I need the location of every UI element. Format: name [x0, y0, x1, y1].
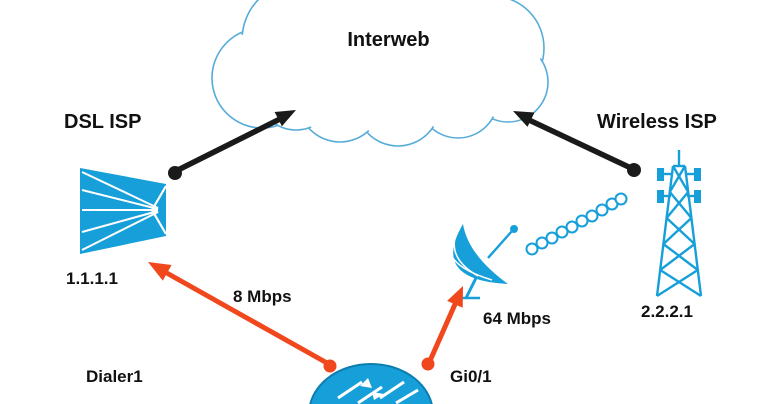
dsl-uplink-dot: [168, 166, 182, 180]
internet-cloud-icon: [211, 0, 549, 147]
wireless-coil-link: [525, 192, 628, 256]
dsl-isp-ip: 1.1.1.1: [66, 269, 118, 288]
dsl-bandwidth-label: 8 Mbps: [233, 287, 292, 306]
router-icon: [309, 363, 433, 404]
router-interface-gi01-label: Gi0/1: [450, 367, 492, 386]
gi01-port-dot: [421, 357, 435, 371]
dialer1-port-dot: [323, 359, 337, 373]
wireless-uplink-dot: [627, 163, 641, 177]
dsl-isp-label: DSL ISP: [64, 111, 142, 133]
wireless-uplink-arrow: [513, 111, 641, 177]
dsl-link-arrow: [148, 262, 337, 373]
wireless-bandwidth-label: 64 Mbps: [483, 309, 552, 328]
satellite-dish-icon: [448, 224, 518, 300]
wireless-isp-ip: 2.2.2.1: [641, 302, 693, 321]
dsl-modem-icon: [80, 168, 167, 254]
cloud-label: Interweb: [347, 29, 430, 51]
router-interface-dialer1-label: Dialer1: [86, 367, 143, 386]
wireless-link-arrow: [421, 286, 463, 371]
wireless-isp-label: Wireless ISP: [597, 111, 717, 133]
radio-tower-icon: [655, 150, 703, 298]
dsl-uplink-arrow: [168, 110, 296, 180]
